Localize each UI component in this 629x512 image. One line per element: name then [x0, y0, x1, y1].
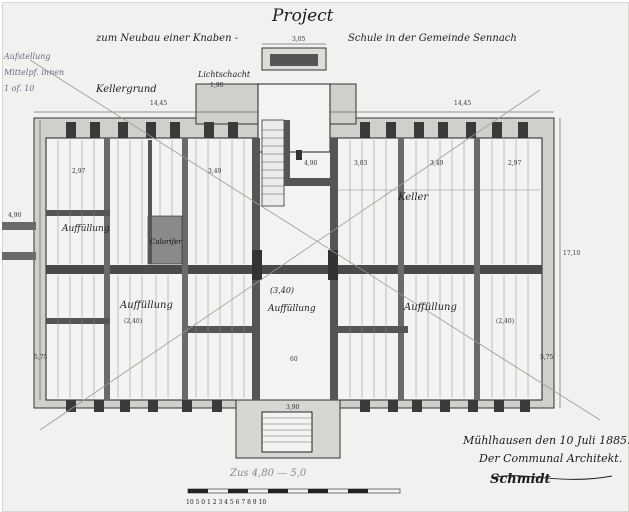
window-niches-bottom: [66, 400, 530, 412]
dim-center-upper: 4,90: [304, 160, 318, 167]
calorifer-room: [147, 215, 183, 265]
dim-top-left: 14,45: [150, 100, 168, 107]
dim-left-side: 4,90: [8, 212, 22, 219]
room-auffullung-right-bottom: Auffüllung: [404, 302, 457, 313]
dim-right-vert: 5,75: [540, 354, 554, 361]
left-drain-b: [2, 252, 36, 260]
lichtschacht-fill: [270, 54, 318, 66]
architect-signature: Schmidt: [490, 472, 551, 487]
room-auffullung-left-bottom: Auffüllung: [120, 300, 173, 311]
left-wall-a: [46, 210, 110, 216]
calorifer-wall: [148, 140, 152, 264]
scale-numbers: 10 5 0 1 2 3 4 5 6 7 8 9 10: [186, 499, 267, 506]
partition-r2: [474, 138, 480, 400]
dim-room-e: 2,97: [508, 160, 522, 167]
left-drain-a: [2, 222, 36, 230]
date-line: Mühlhausen den 10 Juli 1885.: [463, 434, 629, 447]
dim-inner-right: (2,40): [496, 318, 515, 325]
room-auffullung-left-top: Auffüllung: [62, 224, 110, 234]
dim-top-right: 14,45: [454, 100, 472, 107]
dim-right-side: 17,10: [563, 250, 581, 257]
pencil-note: Zus 4,80 — 5,0: [230, 468, 307, 479]
entrance-steps: [262, 417, 312, 443]
stair-treads: [262, 129, 284, 195]
partition-l2: [182, 138, 188, 400]
room-calorifer: Calorifer: [150, 238, 182, 246]
plan-label: Kellergrund: [96, 84, 157, 95]
dim-room-d: 3,49: [430, 160, 444, 167]
center-value: (3,40): [270, 286, 295, 295]
left-wall-b: [46, 318, 110, 324]
dim-room-b: 3,49: [208, 168, 222, 175]
entrance-stairs: [261, 411, 313, 453]
room-auffullung-center: Auffüllung: [268, 304, 316, 314]
partition-l1: [104, 138, 110, 400]
stair-spine: [284, 120, 290, 186]
right-wall-c: [338, 326, 408, 333]
landing-wall: [286, 178, 330, 186]
window-niches-top: [66, 122, 528, 138]
scale-bar: [187, 488, 401, 494]
dim-left-vert: 5,75: [34, 354, 48, 361]
lichtschacht-label: Lichtschacht: [198, 70, 251, 79]
dim-inner-left: (2,40): [124, 318, 143, 325]
margin-note-1: Aufstellung: [4, 52, 51, 61]
dimension-lines: [34, 43, 561, 413]
margin-note-3: 1 of. 10: [4, 84, 35, 93]
diagonal-lines: [29, 59, 601, 431]
joist-lines: [57, 140, 540, 398]
signature-flourish: [491, 475, 613, 480]
corridor-pillars: [252, 150, 338, 280]
document-subtitle-left: zum Neubau einer Knaben -: [96, 33, 239, 44]
architect-line: Der Communal Architekt.: [479, 452, 623, 465]
dim-lichtschacht: 1,90: [210, 82, 224, 89]
dim-bottom-center: 3,90: [286, 404, 300, 411]
margin-note-2: Mittelpf. innen: [4, 68, 65, 77]
document-subtitle-right: Schule in der Gemeinde Sennach: [348, 33, 517, 44]
partition-r1: [398, 138, 404, 400]
stair-flight: [261, 119, 285, 207]
room-keller: Keller: [398, 192, 429, 203]
main-cross-wall: [46, 265, 542, 274]
dim-room-c: 3,03: [354, 160, 368, 167]
dim-room-a: 2,97: [72, 168, 86, 175]
dim-top-center: 3,05: [292, 36, 306, 43]
dim-bottom-small: 60: [290, 356, 298, 363]
document-title: Project: [272, 6, 334, 26]
